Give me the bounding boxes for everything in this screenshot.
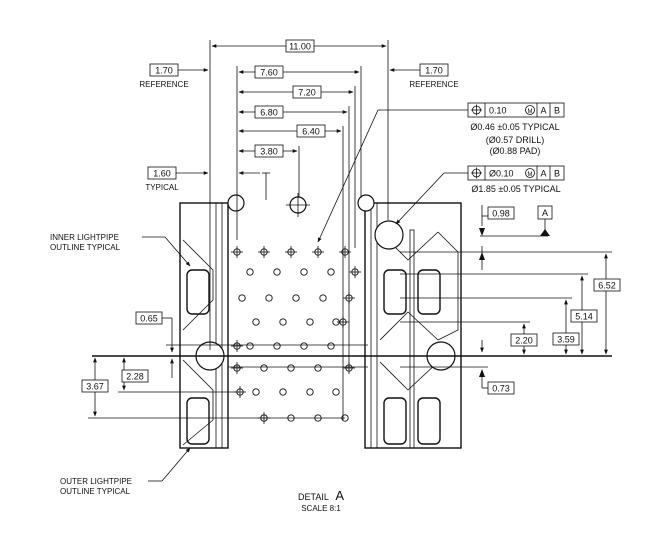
fcf-small-note-2: (Ø0.57 DRILL) bbox=[486, 135, 545, 145]
dim-6-80: 6.80 bbox=[260, 108, 278, 118]
pin-hole bbox=[292, 294, 300, 302]
pin-hole bbox=[306, 388, 314, 396]
pin-hole bbox=[287, 364, 295, 372]
detail-letter: A bbox=[335, 488, 344, 503]
pin-hole bbox=[319, 294, 327, 302]
lightpipe-left-bottom bbox=[186, 397, 210, 445]
fcf-large-modifier: M bbox=[528, 172, 533, 178]
svg-text:DETAIL A: DETAIL A bbox=[298, 487, 344, 504]
connector-body bbox=[179, 202, 462, 449]
top-dimensions: 11.00 7.60 7.20 6.80 6.40 3.80 1.70 REFE… bbox=[139, 39, 459, 420]
pin-hole bbox=[327, 268, 335, 276]
pin-hole bbox=[314, 364, 322, 372]
fcf-small-datum-1: A bbox=[540, 106, 546, 116]
lightpipe-right-bottom-1 bbox=[383, 397, 407, 445]
scale-label: SCALE 8:1 bbox=[301, 504, 341, 513]
fcf-small-datum-2: B bbox=[554, 106, 560, 116]
reference-label-left: REFERENCE bbox=[139, 80, 188, 89]
dim-6-52: 6.52 bbox=[598, 281, 616, 291]
pin-hole bbox=[279, 318, 287, 326]
outer-lightpipe-label-1: OUTER LIGHTPIPE bbox=[60, 477, 132, 486]
left-dimensions: 0.65 3.67 2.28 bbox=[81, 311, 345, 419]
dim-5-14: 5.14 bbox=[575, 312, 593, 322]
dim-2-28: 2.28 bbox=[126, 372, 144, 382]
dim-11-00: 11.00 bbox=[289, 42, 311, 52]
fcf-large-tolerance: Ø0.10 bbox=[489, 169, 514, 179]
pin-hole bbox=[238, 294, 246, 302]
fcf-small-tolerance: 0.10 bbox=[489, 106, 507, 116]
pin-hole bbox=[300, 268, 308, 276]
dim-3-59: 3.59 bbox=[557, 335, 575, 345]
inner-lightpipe-label-1: INNER LIGHTPIPE bbox=[50, 233, 119, 242]
fcf-small-modifier: M bbox=[528, 109, 533, 115]
mounting-hole bbox=[357, 194, 375, 212]
left-outer-wall bbox=[179, 202, 229, 449]
lightpipe-right-top-1 bbox=[383, 269, 407, 315]
dim-0-65: 0.65 bbox=[140, 314, 158, 324]
pin-hole bbox=[273, 342, 281, 350]
fcf-small-note-3: (Ø0.88 PAD) bbox=[490, 146, 541, 156]
pin-hole bbox=[273, 268, 281, 276]
mounting-hole bbox=[374, 220, 404, 250]
mounting-hole bbox=[227, 194, 245, 212]
right-dimensions: 6.52 5.14 3.59 2.20 0.73 bbox=[400, 246, 621, 395]
pin-hole-grid bbox=[231, 246, 361, 424]
fcf-large-holes: Ø0.10 M A B Ø1.85 ±0.05 TYPICAL bbox=[395, 165, 565, 225]
datum-a-group: A 0.98 bbox=[479, 205, 553, 236]
datum-a-label: A bbox=[542, 208, 548, 218]
pin-hole bbox=[300, 342, 308, 350]
pin-hole bbox=[306, 318, 314, 326]
dim-0-73: 0.73 bbox=[492, 384, 510, 394]
dim-1-70-right: 1.70 bbox=[425, 66, 443, 76]
pin-hole bbox=[246, 268, 254, 276]
lightpipe-right-bottom-2 bbox=[417, 397, 441, 445]
pin-hole bbox=[279, 388, 287, 396]
pin-hole bbox=[265, 294, 273, 302]
dim-0-98: 0.98 bbox=[492, 209, 510, 219]
pin-hole bbox=[252, 318, 260, 326]
detail-title: DETAIL A SCALE 8:1 bbox=[298, 487, 344, 513]
fcf-large-note-1: Ø1.85 ±0.05 TYPICAL bbox=[471, 184, 560, 194]
lightpipe-right-top-2 bbox=[417, 269, 441, 315]
fcf-large-datum-2: B bbox=[554, 169, 560, 179]
typical-label: TYPICAL bbox=[145, 183, 179, 192]
dim-2-20: 2.20 bbox=[515, 336, 533, 346]
reference-label-right: REFERENCE bbox=[409, 80, 458, 89]
dim-7-60: 7.60 bbox=[260, 68, 278, 78]
lightpipe-callouts: INNER LIGHTPIPE OUTLINE TYPICAL OUTER LI… bbox=[50, 233, 191, 496]
datum-lines bbox=[92, 235, 612, 368]
pin-hole bbox=[332, 388, 340, 396]
pin-hole bbox=[260, 364, 268, 372]
fcf-small-note-1: Ø0.46 ±0.05 TYPICAL bbox=[470, 122, 559, 132]
dim-7-20: 7.20 bbox=[298, 88, 316, 98]
fcf-large-datum-1: A bbox=[540, 169, 546, 179]
dim-3-67: 3.67 bbox=[86, 382, 104, 392]
detail-word: DETAIL bbox=[298, 492, 329, 502]
outer-lightpipe-label-2: OUTLINE TYPICAL bbox=[60, 487, 131, 496]
lightpipe-left-top bbox=[186, 269, 210, 315]
pin-hole bbox=[246, 342, 254, 350]
dim-1-70-left: 1.70 bbox=[155, 66, 173, 76]
dim-6-40: 6.40 bbox=[302, 127, 320, 137]
pin-hole bbox=[252, 388, 260, 396]
pin-hole bbox=[327, 342, 335, 350]
dim-3-80: 3.80 bbox=[260, 147, 278, 157]
inner-lightpipe-label-2: OUTLINE TYPICAL bbox=[50, 243, 121, 252]
dim-1-60: 1.60 bbox=[153, 169, 171, 179]
fcf-small-holes: 0.10 M A B Ø0.46 ±0.05 TYPICAL (Ø0.57 DR… bbox=[317, 102, 565, 243]
